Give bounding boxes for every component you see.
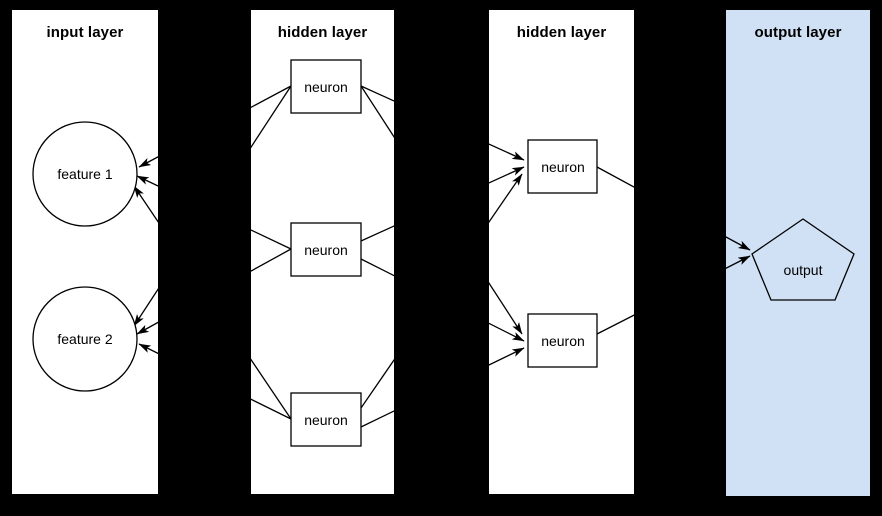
layer-panel-input[interactable]: input layer bbox=[11, 9, 159, 495]
layer-panel-hidden-2[interactable]: hidden layer bbox=[488, 9, 635, 495]
node-label-hidden1-neuron-1: neuron bbox=[304, 79, 348, 95]
layer-title-output: output layer bbox=[754, 24, 842, 41]
layer-panel-output[interactable]: output layer bbox=[725, 9, 871, 497]
node-label-hidden2-neuron-1: neuron bbox=[541, 159, 585, 175]
node-label-feature-1: feature 1 bbox=[57, 166, 113, 182]
node-label-output: output bbox=[783, 262, 823, 278]
node-label-feature-2: feature 2 bbox=[57, 331, 113, 347]
layer-title-input: input layer bbox=[46, 24, 124, 41]
layer-title-hidden-1: hidden layer bbox=[277, 24, 368, 41]
layer-title-hidden-2: hidden layer bbox=[516, 24, 607, 41]
node-label-hidden1-neuron-2: neuron bbox=[304, 242, 348, 258]
node-label-hidden2-neuron-2: neuron bbox=[541, 333, 585, 349]
node-label-hidden1-neuron-3: neuron bbox=[304, 412, 348, 428]
